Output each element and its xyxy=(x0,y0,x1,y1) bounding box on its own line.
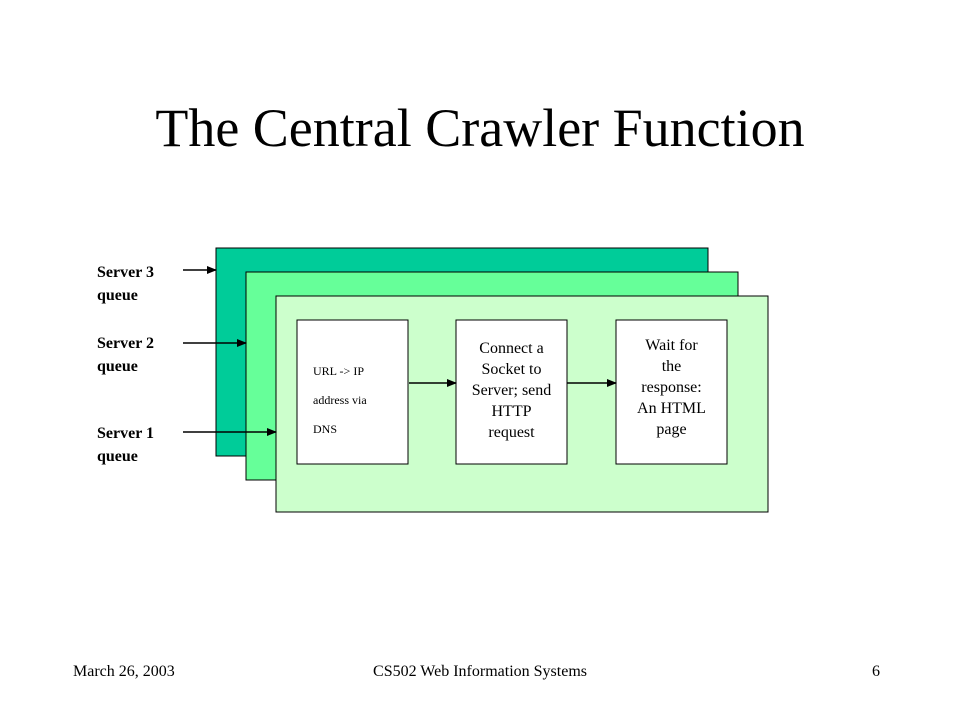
dns-step-text: URL -> IP address via DNS xyxy=(313,364,367,436)
server-2-queue-label: Server 2 queue xyxy=(97,335,155,375)
footer-course: CS502 Web Information Systems xyxy=(373,663,587,680)
response-step-text: Wait for the response: An HTML page xyxy=(637,337,706,438)
server-3-queue-label: Server 3 queue xyxy=(97,264,155,304)
dns-step-box xyxy=(296,319,409,465)
slide-title: The Central Crawler Function xyxy=(155,98,805,158)
http-request-step-box xyxy=(455,319,568,465)
response-step-box xyxy=(615,319,728,465)
http-request-step-text: Connect a Socket to Server; send HTTP re… xyxy=(471,340,552,441)
footer-page-number: 6 xyxy=(872,663,880,680)
footer-date: March 26, 2003 xyxy=(73,663,175,680)
server-1-queue-label: Server 1 queue xyxy=(97,425,155,465)
